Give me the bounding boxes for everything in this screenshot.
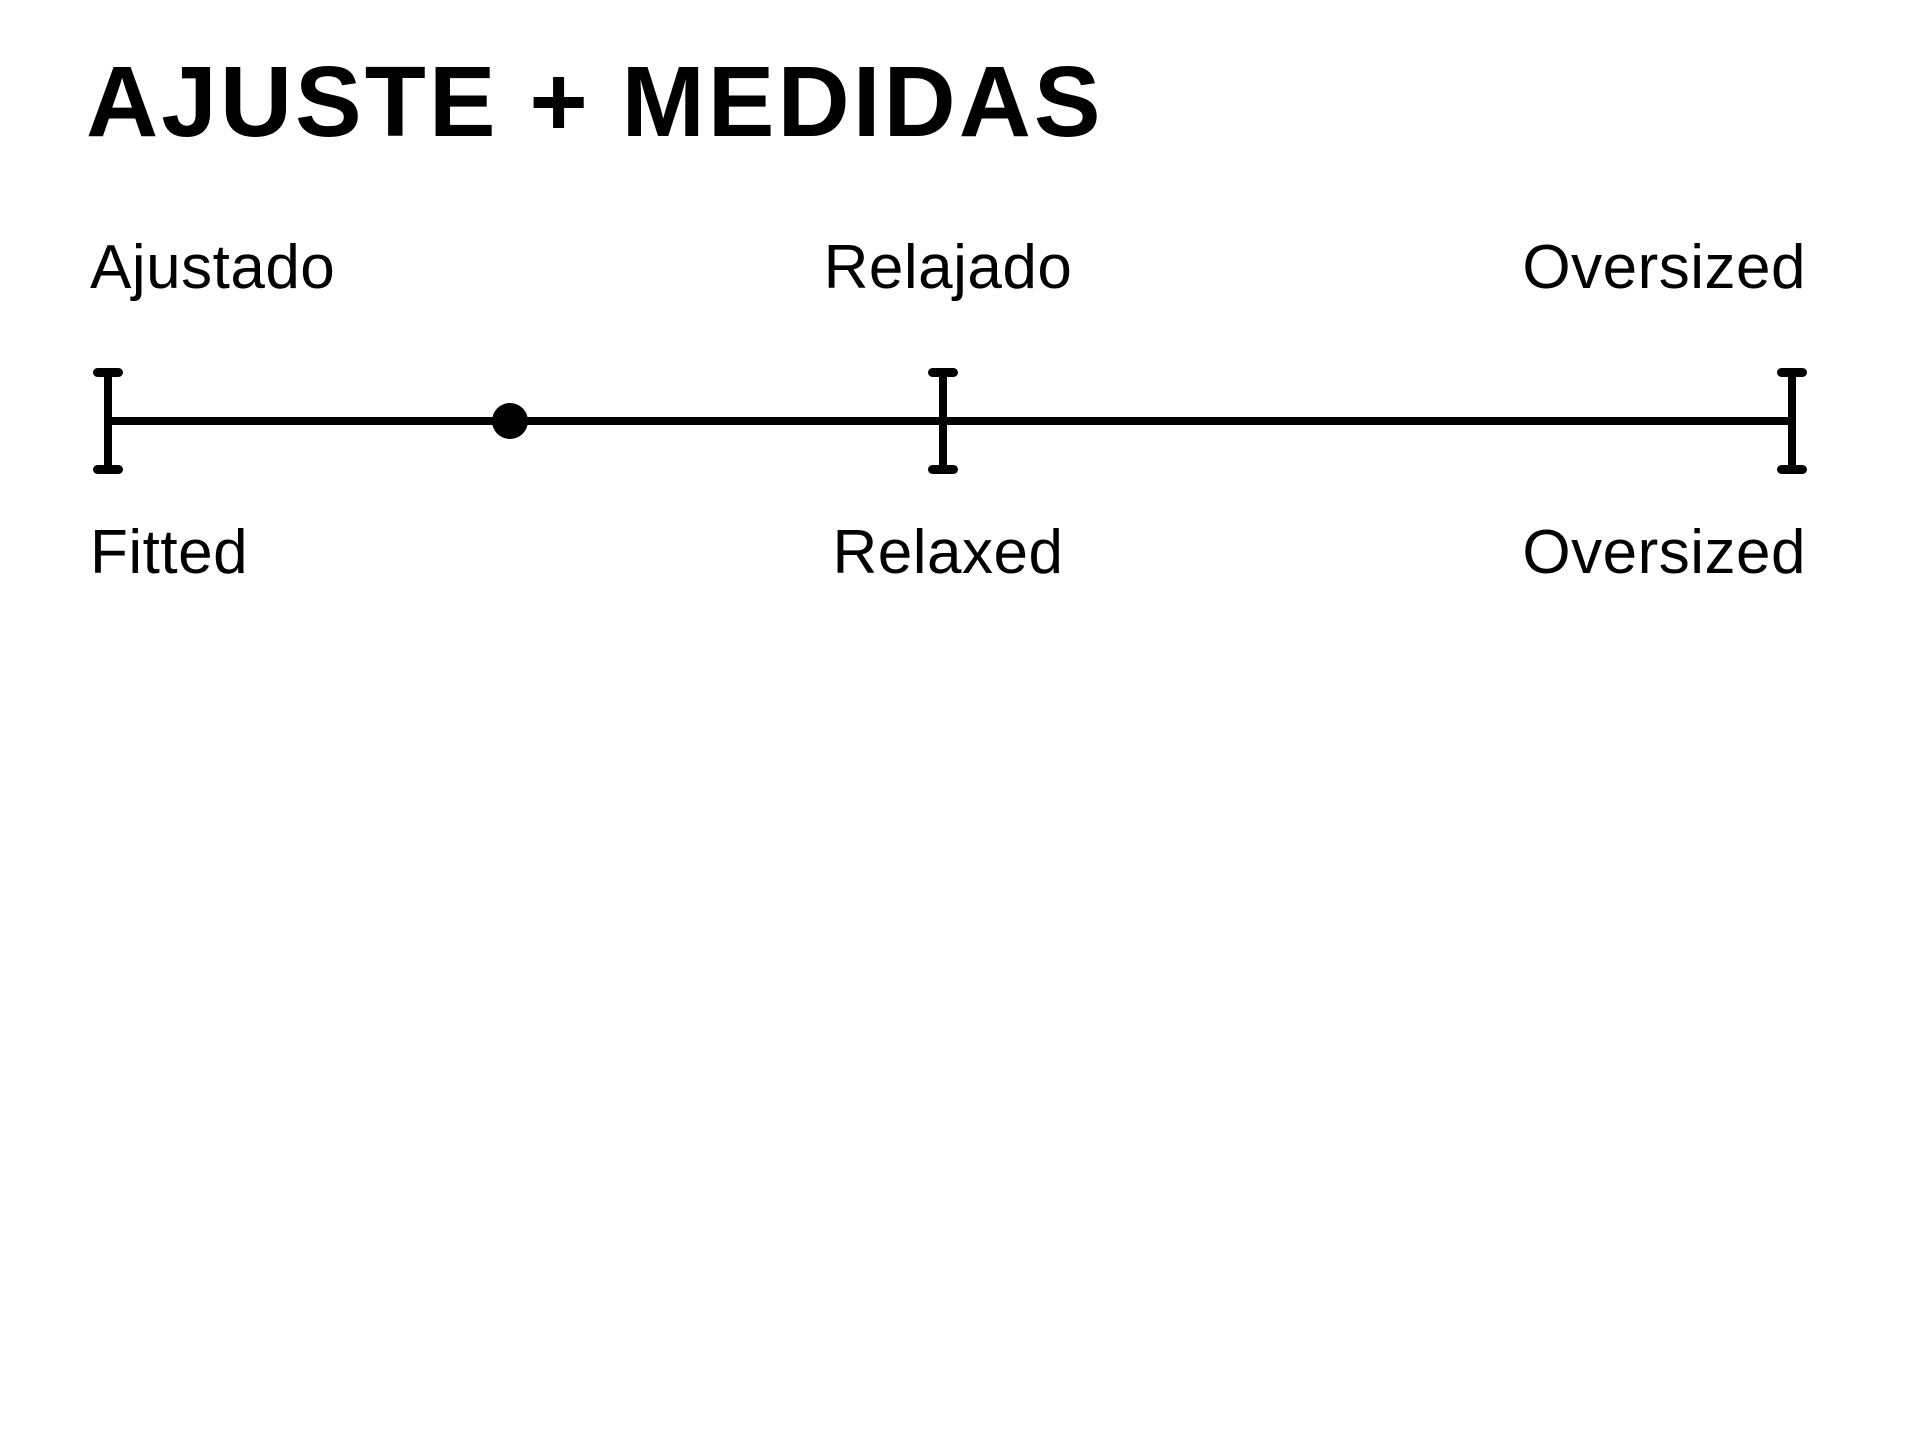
page-title: AJUSTE + MEDIDAS <box>86 46 1104 158</box>
bottom-label-fitted-en: Fitted <box>90 518 249 587</box>
scale-track-line <box>108 417 1792 425</box>
bottom-label-row: Fitted Relaxed Oversized <box>90 522 1806 584</box>
top-label-oversized-es: Oversized <box>1522 233 1806 302</box>
scale-tick <box>104 369 112 473</box>
fit-marker-dot-icon <box>492 403 529 439</box>
fit-scale <box>104 369 1796 473</box>
bottom-label-oversized-en: Oversized <box>1522 518 1806 587</box>
bottom-label-relaxed-en: Relaxed <box>832 518 1064 587</box>
top-label-relaxed-es: Relajado <box>823 233 1073 302</box>
top-label-row: Ajustado Relajado Oversized <box>90 237 1806 299</box>
scale-tick <box>1788 369 1796 473</box>
top-label-fitted-es: Ajustado <box>90 233 336 302</box>
scale-tick <box>939 369 948 473</box>
